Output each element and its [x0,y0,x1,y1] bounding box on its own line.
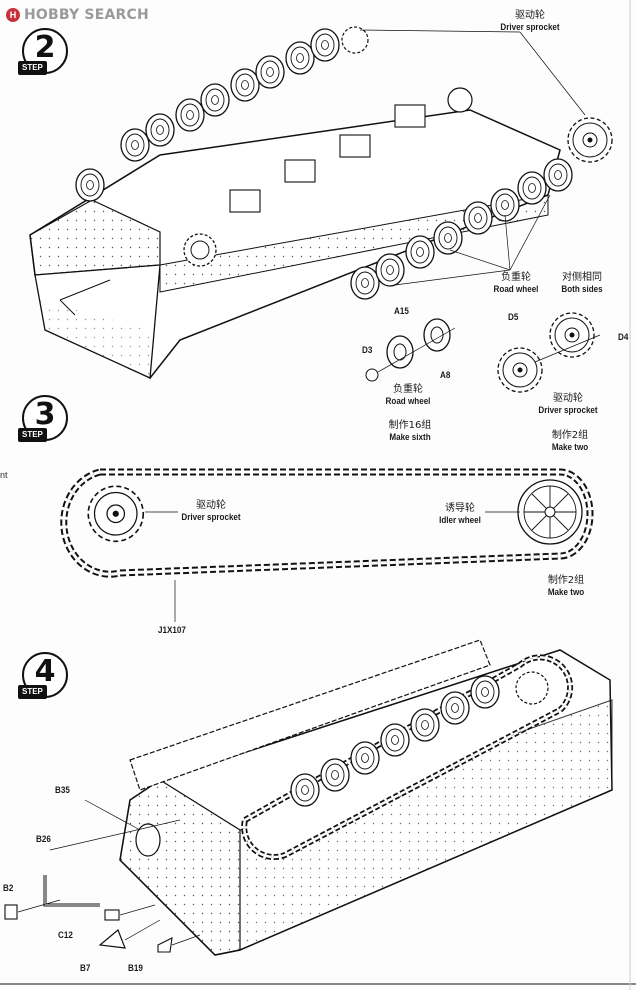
part-a15-label: A15 [394,306,409,317]
step4-hull [4,639,613,956]
watermark-text: HOBBY SEARCH [24,7,149,23]
step2-driver-sprocket-sub-label: 驱动轮 Driver sprocket [538,393,598,416]
part-b26-label: B26 [36,834,51,845]
hobby-search-watermark: H HOBBY SEARCH [6,6,149,24]
step-badge-circle [22,652,68,698]
step-number: 4 [34,654,56,689]
step2-both-sides-label: 对侧相同 Both sides [561,272,603,295]
part-a8-label: A8 [440,370,451,381]
step-2-badge: 2 STEP [18,28,72,82]
step-number: 3 [34,397,56,432]
step2-road-wheel-label: 负重轮 Road wheel [493,272,539,295]
part-j1x107-label: J1X107 [158,625,186,636]
step2-road-wheel-sub-label: 负重轮 Road wheel [385,384,431,407]
step2-make-sixth-label: 制作16组 Make sixth [388,420,432,443]
part-b7-label: B7 [80,963,91,974]
step-number: 2 [34,30,56,65]
step2-driver-sprocket-label: 驱动轮 Driver sprocket [500,10,560,33]
part-d3-label: D3 [362,345,373,356]
part-d5-label: D5 [508,312,519,323]
step-4-badge: 4 STEP [18,652,72,706]
step3-track-loop [60,468,594,622]
step2-make-two-label: 制作2组 Make two [551,430,589,453]
step3-make-two-label: 制作2组 Make two [547,575,585,598]
part-b2-label: B2 [3,883,14,894]
step-3-badge: 3 STEP [18,395,72,449]
edge-note-text: nt [0,470,8,480]
part-d4-label: D4 [618,332,629,343]
part-b19-label: B19 [128,963,143,974]
step-tag: STEP [18,685,47,699]
hobby-search-logo-icon: H [6,8,20,22]
step-tag: STEP [18,61,47,75]
step3-driver-sprocket-label: 驱动轮 Driver sprocket [181,500,241,523]
step3-idler-wheel-label: 诱导轮 Idler wheel [439,503,481,526]
part-b35-label: B35 [55,785,70,796]
part-c12-label: C12 [58,930,73,941]
step-tag: STEP [18,428,47,442]
step2-hull [29,26,613,393]
